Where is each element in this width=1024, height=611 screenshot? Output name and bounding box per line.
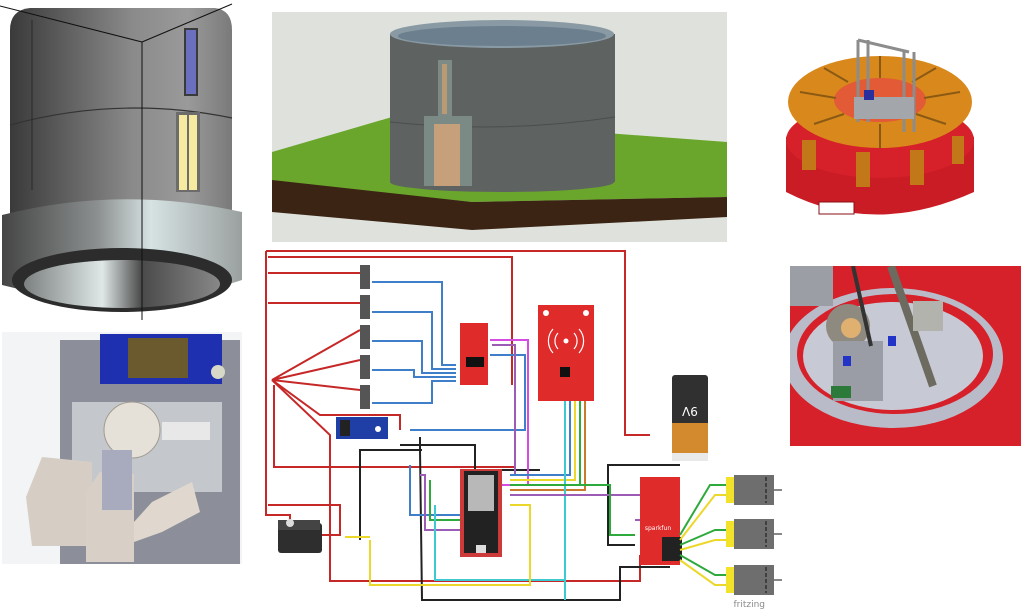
window — [442, 64, 447, 114]
switch-4 — [360, 355, 370, 379]
tower-render-panel — [0, 0, 262, 320]
wiring-diagram-panel: 9V sparkfun — [260, 245, 790, 611]
gear-mechanism-render — [753, 266, 1003, 428]
window-blue — [186, 30, 196, 94]
gripper-render-panel — [2, 332, 242, 564]
rail — [887, 266, 937, 388]
servo-motor — [278, 519, 322, 553]
switch-3 — [360, 325, 370, 349]
soil-layer — [272, 180, 727, 230]
switch-5 — [360, 385, 370, 409]
rotary-base-render-panel — [764, 12, 1014, 247]
switch-2 — [360, 295, 370, 319]
battery-9v: 9V — [672, 375, 708, 461]
ir-sensor — [336, 417, 388, 439]
dc-motor-3 — [726, 565, 782, 595]
battery-label: 9V — [681, 404, 698, 418]
door-panel-right — [189, 115, 197, 190]
dc-motor-1 — [726, 475, 782, 505]
rfid-antenna-icon — [547, 328, 585, 354]
rfid-reader — [538, 305, 594, 401]
gripper-render — [26, 334, 240, 564]
multiplexer-board — [460, 323, 488, 385]
building-render — [272, 20, 727, 230]
gripper-finger-left — [26, 457, 92, 546]
gear-mechanism-render-panel — [743, 266, 1021, 446]
building-body — [390, 34, 615, 182]
motor-driver-brand: sparkfun — [645, 525, 671, 532]
switch-1 — [360, 265, 370, 289]
base-opening — [818, 201, 855, 215]
switch-array — [360, 265, 370, 409]
door-panel-left — [179, 115, 187, 190]
esp32-board — [460, 469, 502, 557]
fritzing-watermark: fritzing — [733, 600, 765, 610]
dc-motor-2 — [726, 519, 782, 549]
ground-wire — [419, 437, 670, 601]
rotary-base-render — [786, 38, 974, 215]
gear — [103, 401, 161, 459]
power-wire — [266, 250, 650, 436]
motor-driver: sparkfun — [640, 477, 682, 565]
door — [434, 124, 460, 186]
wiring-diagram: 9V sparkfun — [265, 250, 782, 610]
tower-render — [0, 3, 242, 320]
building-render-panel — [272, 12, 727, 242]
